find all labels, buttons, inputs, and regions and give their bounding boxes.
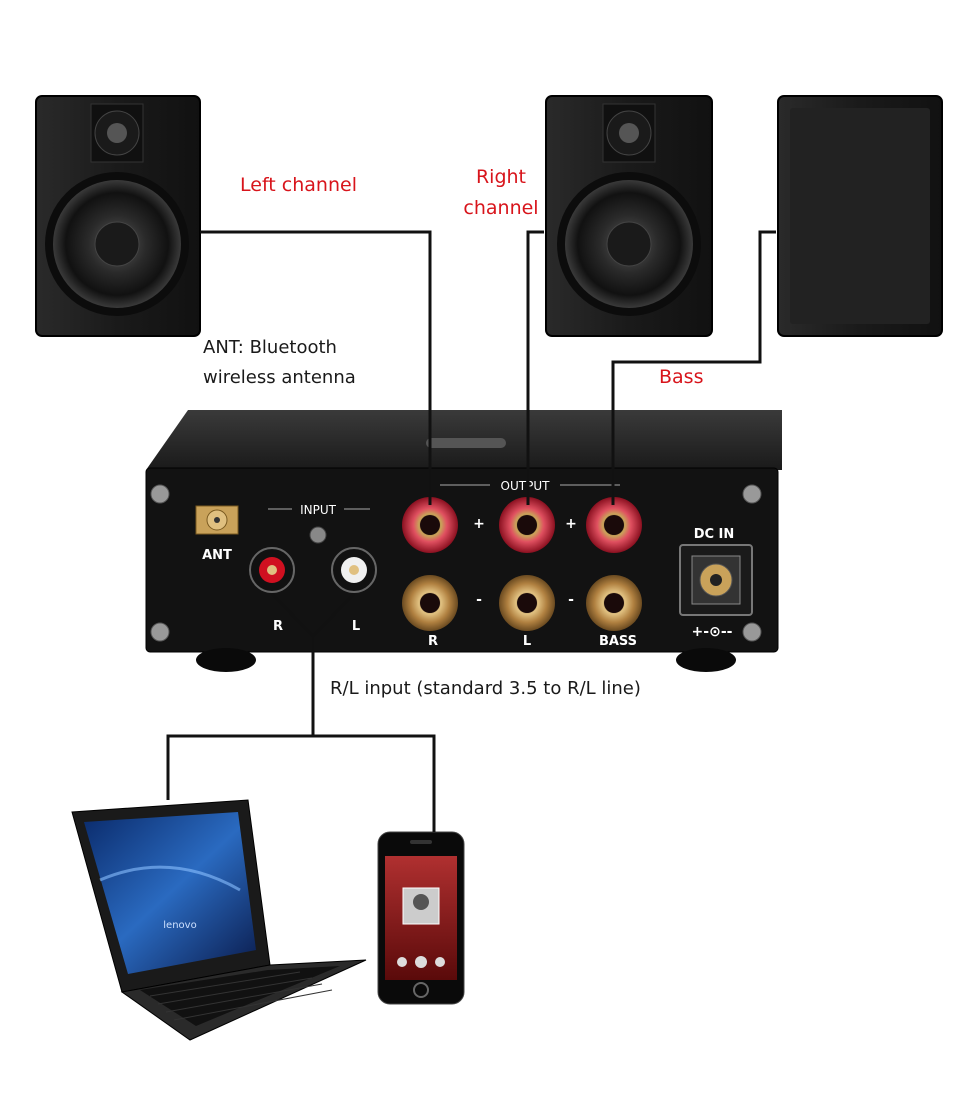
smartphone (377, 831, 465, 1005)
input-label: INPUT (300, 503, 337, 517)
plus-sign-1: + (473, 516, 485, 532)
terminal-bass-negative (586, 575, 642, 631)
rca-input-right (249, 547, 295, 593)
right-channel-label-line2: channel (463, 197, 539, 219)
terminal-r-negative (402, 575, 458, 631)
output-l-label: L (523, 634, 531, 649)
right-channel-wire (526, 230, 544, 505)
terminal-l-negative (499, 575, 555, 631)
bass-speaker (777, 95, 943, 337)
output-r-label: R (428, 634, 438, 649)
input-l-label: L (352, 619, 360, 634)
input-r-label: R (273, 619, 283, 634)
laptop-wire (166, 734, 436, 832)
ant-description-line1: ANT: Bluetooth (203, 337, 337, 358)
bass-wire (611, 230, 776, 505)
right-channel-label-line1: Right (475, 166, 527, 188)
bass-label: Bass (659, 366, 704, 388)
left-channel-wire (200, 230, 432, 505)
ant-connector (195, 505, 239, 535)
laptop-brand-label: lenovo (163, 920, 196, 931)
ant-description-line2: wireless antenna (203, 367, 356, 388)
rca-input-left (331, 547, 377, 593)
rl-input-label: R/L input (standard 3.5 to R/L line) (330, 678, 641, 699)
left-speaker (35, 95, 201, 337)
wires (166, 230, 776, 832)
terminal-l-positive (499, 497, 555, 553)
output-label: OUTPUT (501, 479, 551, 493)
dc-in-label: DC IN (694, 527, 735, 542)
laptop: lenovo (71, 799, 367, 1041)
ant-port-label: ANT (202, 548, 232, 563)
amplifier: INPUT OUTPUT ANT R L + + - - R L BASS DC… (145, 410, 782, 672)
dc-polarity-label: +-⊙-- (692, 624, 733, 640)
dc-in-jack (679, 544, 753, 616)
terminal-r-positive (402, 497, 458, 553)
right-speaker (545, 95, 713, 337)
minus-sign-2: - (568, 592, 574, 608)
output-bass-label: BASS (599, 634, 637, 649)
left-channel-label: Left channel (240, 174, 357, 196)
minus-sign-1: - (476, 592, 482, 608)
plus-sign-2: + (565, 516, 577, 532)
terminal-bass-positive (586, 497, 642, 553)
